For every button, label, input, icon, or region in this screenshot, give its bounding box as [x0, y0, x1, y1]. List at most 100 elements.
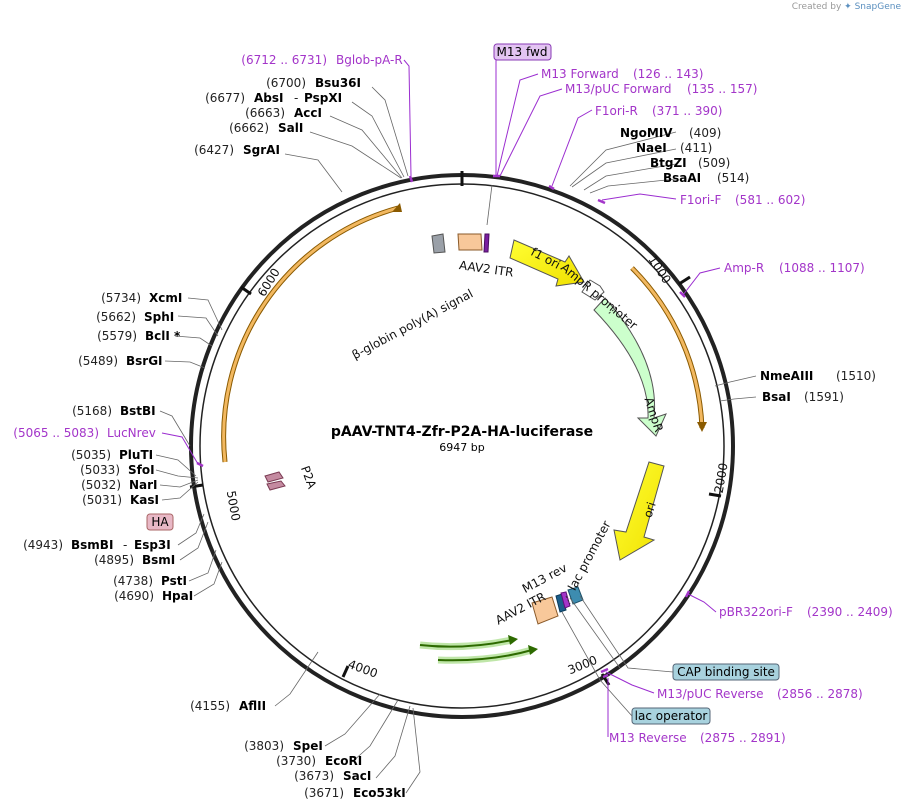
enzyme-leader-lines: [155, 86, 757, 794]
primer-range: (5065 .. 5083): [13, 426, 99, 440]
primer-name: pBR322ori-F: [719, 605, 793, 619]
enzyme-name: AbsI: [254, 91, 283, 105]
p2a-glyph-1: [264, 471, 284, 483]
primer-labels: (6712 .. 6731) Bglob-pA-R M13 Forward (1…: [13, 53, 892, 745]
enzyme-pos: (5168): [72, 404, 112, 418]
ampr-promoter-arrow: [581, 279, 605, 301]
m13-rev-label: M13 rev: [520, 561, 569, 596]
enzyme-pos: (5031): [82, 493, 122, 507]
enzyme-name: AflII: [239, 699, 266, 713]
enzyme-pos: (5579): [97, 329, 137, 343]
enzyme-name: SphI: [144, 310, 174, 324]
enzyme-name: BsrGI: [126, 354, 163, 368]
primer-range: (135 .. 157): [687, 82, 757, 96]
enzyme-name: PluTI: [119, 448, 153, 462]
enzyme-pos: (6663): [245, 106, 285, 120]
primer-range: (6712 .. 6731): [241, 53, 327, 67]
enzyme-name: BsaI: [762, 390, 791, 404]
lac-dash: [565, 595, 571, 605]
ampr-label: AmpR: [641, 395, 665, 433]
enzyme-labels-top-left: (6700) Bsu36I (6677) AbsI - PspXI (6663)…: [194, 76, 361, 157]
primer-range: (2856 .. 2878): [777, 687, 863, 701]
enzyme-pos: (4690): [114, 589, 154, 603]
green-arc-1-head: [508, 635, 518, 645]
primer-range: (1088 .. 1107): [779, 261, 865, 275]
p2a-glyph-2: [266, 480, 286, 491]
lac-promoter-label: lac promoter: [565, 518, 613, 592]
orf-arc-left-head: [392, 203, 402, 212]
enzyme-labels-left: (5734) XcmI (5662) SphI (5579) BclI * (5…: [23, 291, 193, 603]
enzyme-name: PspXI: [304, 91, 342, 105]
primer-leader-lines: [161, 59, 721, 737]
enzyme-pos: (6427): [194, 143, 234, 157]
enzyme-pos: (411): [680, 141, 712, 155]
enzyme-pos: (5033): [80, 463, 120, 477]
enzyme-pos: (5662): [96, 310, 136, 324]
enzyme-pos: (514): [717, 171, 749, 185]
enzyme-pos: (4895): [94, 553, 134, 567]
enzyme-labels-bottom: (4155) AflII (3803) SpeI (3730) EcoRI (3…: [190, 699, 406, 800]
itr-primer-site-glyph: [483, 233, 490, 253]
aav2-itr-top-label: AAV2 ITR: [458, 258, 514, 279]
primer-name: Amp-R: [724, 261, 764, 275]
enzyme-name: Esp3I: [134, 538, 171, 552]
aav2-itr-bottom-glyph: [531, 596, 559, 625]
enzyme-name: NgoMIV: [620, 126, 673, 140]
primer-range: (2390 .. 2409): [807, 605, 893, 619]
major-ticks: [189, 275, 722, 686]
enzyme-pos: (409): [689, 126, 721, 140]
enzyme-pos: (6662): [229, 121, 269, 135]
enzyme-name: Eco53kI: [353, 786, 406, 800]
enzyme-name: BsmI: [142, 553, 175, 567]
green-arc-2: [437, 649, 533, 662]
ampr-promoter-label: AmpR promoter: [558, 260, 640, 332]
enzyme-labels-top-right: NgoMIV (409) NaeI (411) BtgZI (509) BsaA…: [620, 126, 876, 404]
enzyme-pos: (3730): [276, 754, 316, 768]
ampr-arrow: [593, 297, 667, 437]
enzyme-name: PstI: [161, 574, 187, 588]
enzyme-name: SacI: [343, 769, 371, 783]
enzyme-pos: (1591): [804, 390, 844, 404]
enzyme-name: NmeAIII: [760, 369, 813, 383]
lac-operator-glyph: [560, 591, 571, 609]
f1-ori-arrow: [509, 239, 585, 287]
primer-range: (371 .. 390): [652, 104, 722, 118]
primer-name: Bglob-pA-R: [336, 53, 403, 67]
cap-binding-site-label: CAP binding site: [677, 665, 775, 679]
enzyme-pos: (3673): [294, 769, 334, 783]
enzyme-pos: (4155): [190, 699, 230, 713]
primer-name: M13/pUC Reverse: [657, 687, 764, 701]
plasmid-name: pAAV-TNT4-Zfr-P2A-HA-luciferase: [331, 424, 593, 440]
enzyme-pos: (509): [698, 156, 730, 170]
enzyme-name: EcoRI: [325, 754, 362, 768]
credit-prefix: Created by: [791, 2, 842, 12]
ori-arrow: [613, 461, 665, 561]
enzyme-pos: (3803): [244, 739, 284, 753]
ampr-dash: [607, 304, 621, 315]
bglobin-polya-label: β-globin poly(A) signal: [350, 286, 476, 362]
primer-range: (2875 .. 2891): [700, 731, 786, 745]
enzyme-pos: (5734): [101, 291, 141, 305]
orf-arc-right-head: [697, 422, 707, 432]
enzyme-pos: (5035): [71, 448, 111, 462]
p2a-label: P2A: [298, 464, 319, 491]
enzyme-pos: (4738): [113, 574, 153, 588]
snapgene-credit: Created by ✦ SnapGene: [792, 2, 901, 12]
primer-name: M13 Forward: [541, 67, 619, 81]
enzyme-pos: (1510): [836, 369, 876, 383]
ha-box: [146, 513, 174, 531]
tick-label-2000: 2000: [712, 462, 731, 495]
enzyme-name: Bsu36I: [315, 76, 361, 90]
credit-brand: SnapGene: [854, 2, 901, 12]
orf-arc-right-outline: [630, 266, 705, 429]
enzyme-name: XcmI: [149, 291, 182, 305]
m13-rev-glyph: [555, 593, 567, 613]
enzyme-pos: (5032): [81, 478, 121, 492]
ha-label: HA: [151, 515, 169, 529]
enzyme-name: NarI: [129, 478, 158, 492]
enzyme-name: KasI: [130, 493, 159, 507]
green-arc-1: [419, 639, 513, 648]
enzyme-name: BtgZI: [650, 156, 687, 170]
aav2-itr-top-glyph: [457, 233, 483, 251]
